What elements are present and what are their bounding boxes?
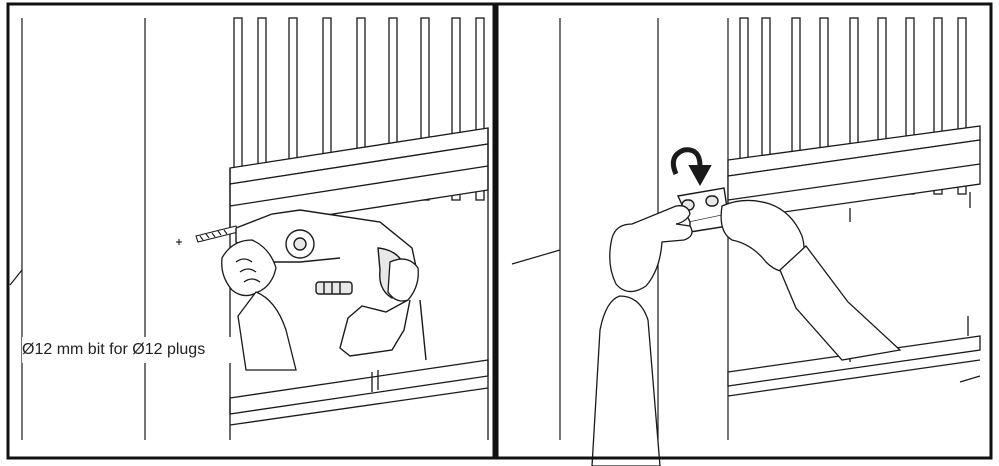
drill-bit (176, 225, 239, 245)
panel-borders (6, 2, 993, 460)
right-left-hand (591, 205, 693, 466)
left-panel (9, 17, 489, 440)
right-panel (511, 17, 981, 466)
right-right-hand (720, 199, 902, 361)
left-gate-frame (229, 128, 489, 440)
left-wall-lines (9, 18, 146, 440)
left-hand (221, 239, 419, 371)
right-top-rail (727, 125, 981, 222)
left-panel-caption: Ø12 mm bit for Ø12 plugs (22, 337, 235, 363)
left-top-rail (229, 127, 489, 231)
rotate-arrow-icon (670, 147, 712, 187)
